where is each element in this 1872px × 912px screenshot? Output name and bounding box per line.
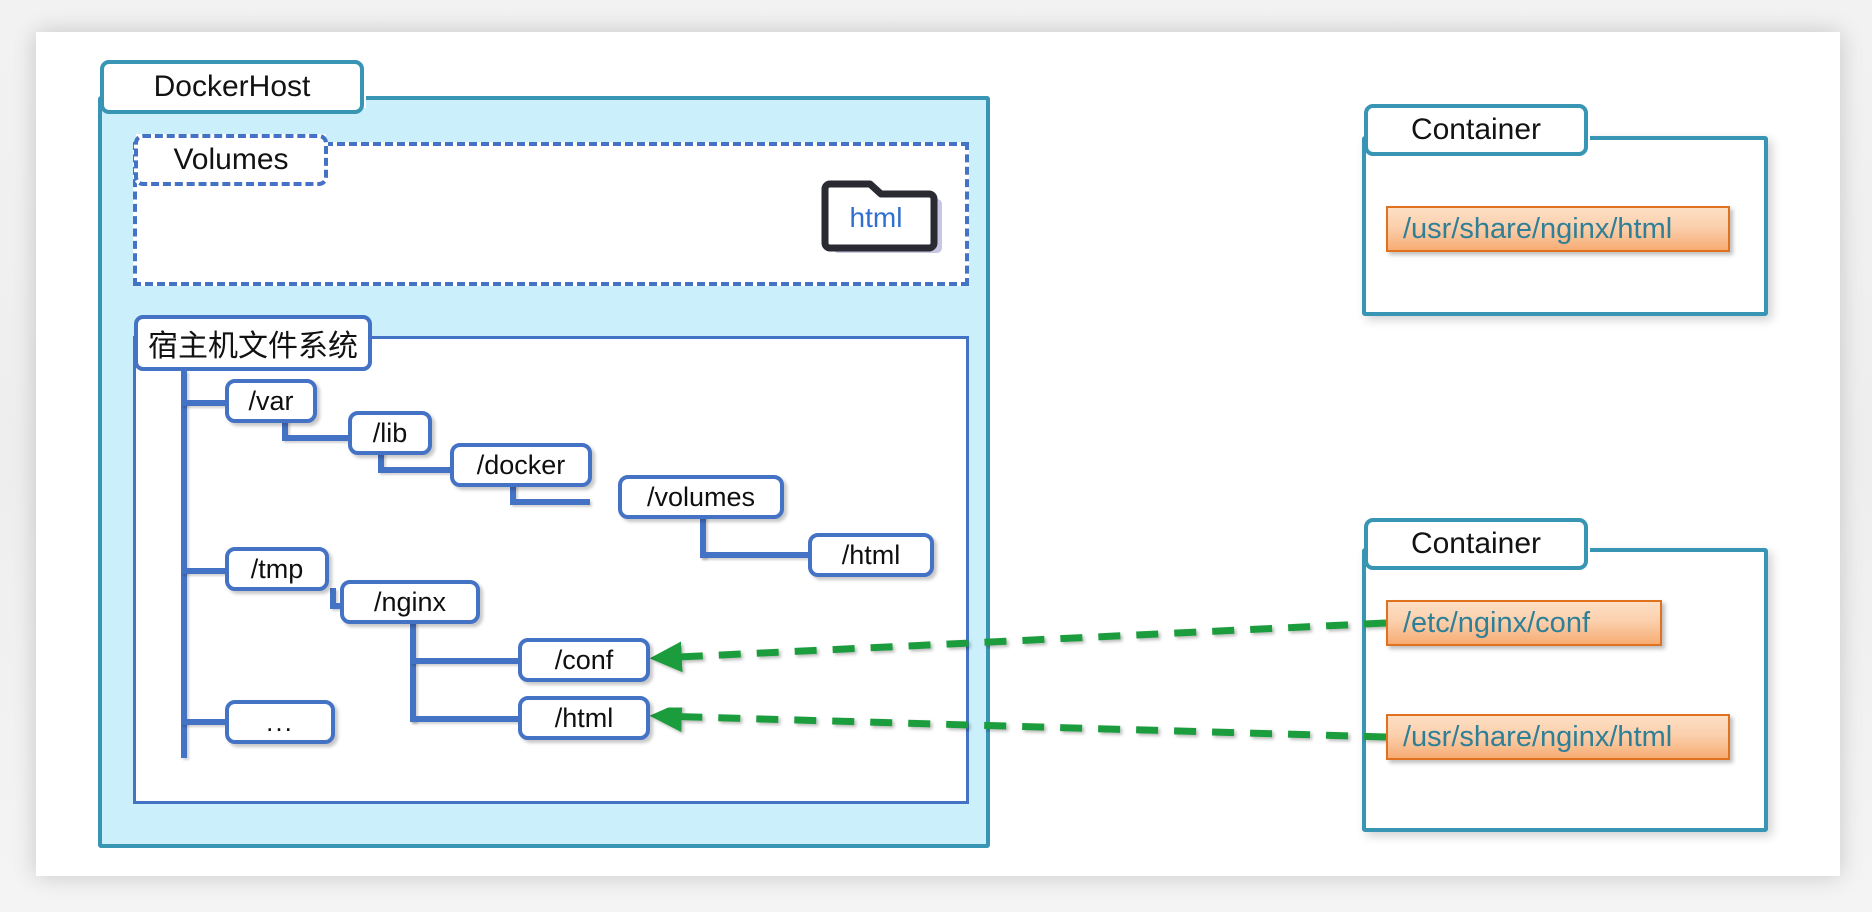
tree-edge-root-spine: [181, 370, 187, 758]
container-2-frame: [1362, 548, 1768, 832]
tree-edge-docker-volumes: [510, 499, 590, 505]
folder-icon: html: [820, 172, 942, 256]
tree-edge-volumes-down: [700, 512, 706, 558]
container-2-path-0-label: /etc/nginx/conf: [1403, 606, 1590, 639]
tree-node-lib-label: /lib: [372, 417, 408, 448]
tree-node-volumes-html-label: /html: [841, 539, 901, 570]
container-2-path-0[interactable]: /etc/nginx/conf: [1386, 600, 1662, 646]
tree-node-docker[interactable]: /docker: [450, 443, 592, 487]
tree-node-more-label: ...: [266, 706, 294, 737]
container-2-path-1-label: /usr/share/nginx/html: [1403, 720, 1673, 753]
tree-node-volumes-label: /volumes: [646, 481, 756, 512]
container-2-title: Container: [1364, 518, 1588, 570]
tree-node-docker-label: /docker: [476, 449, 566, 480]
host-filesystem-title: 宿主机文件系统: [134, 315, 372, 371]
tree-node-more[interactable]: ...: [225, 700, 335, 744]
tree-node-nginx-html[interactable]: /html: [518, 696, 650, 740]
container-1-path-0-label: /usr/share/nginx/html: [1403, 212, 1673, 245]
tree-edge-tmp-down: [330, 588, 336, 606]
tree-edge-var-down: [282, 420, 288, 438]
tree-edge-nginx-spine: [410, 622, 416, 722]
container-1-title: Container: [1364, 104, 1588, 156]
dockerhost-title: DockerHost: [100, 60, 364, 114]
tree-edge-root-tmp: [181, 568, 225, 574]
tree-edge-volumes-html: [700, 552, 810, 558]
dockerhost-title-label: DockerHost: [153, 70, 311, 103]
volumes-title: Volumes: [134, 134, 328, 186]
host-filesystem-title-label: 宿主机文件系统: [148, 330, 358, 363]
tree-node-tmp-label: /tmp: [250, 553, 304, 584]
container-1-path-0[interactable]: /usr/share/nginx/html: [1386, 206, 1730, 252]
tree-node-nginx-label: /nginx: [373, 586, 447, 617]
container-2-title-label: Container: [1410, 527, 1542, 560]
tree-node-volumes-html[interactable]: /html: [808, 533, 934, 577]
tree-edge-root-var: [181, 400, 225, 406]
tree-edge-docker-down: [510, 484, 516, 502]
container-2-path-1[interactable]: /usr/share/nginx/html: [1386, 714, 1730, 760]
tree-edge-lib-docker: [378, 467, 450, 473]
tree-node-tmp[interactable]: /tmp: [225, 547, 329, 591]
dockerhost-frame: [98, 96, 990, 848]
tree-node-nginx-html-label: /html: [554, 702, 614, 733]
folder-icon-glyph: [821, 180, 942, 253]
tree-node-var[interactable]: /var: [225, 379, 317, 423]
tree-edge-root-more: [181, 719, 225, 725]
tree-node-conf-label: /conf: [554, 644, 614, 675]
tree-node-conf[interactable]: /conf: [518, 638, 650, 682]
tree-edge-nginx-conf: [410, 658, 520, 664]
tree-node-var-label: /var: [248, 385, 294, 416]
tree-node-lib[interactable]: /lib: [348, 411, 432, 455]
volumes-title-label: Volumes: [173, 143, 289, 176]
container-1-title-label: Container: [1410, 113, 1542, 146]
tree-edge-lib-down: [378, 452, 384, 470]
tree-edge-nginx-html: [410, 716, 520, 722]
tree-node-nginx[interactable]: /nginx: [340, 580, 480, 624]
tree-node-volumes[interactable]: /volumes: [618, 475, 784, 519]
tree-edge-var-lib: [282, 435, 348, 441]
